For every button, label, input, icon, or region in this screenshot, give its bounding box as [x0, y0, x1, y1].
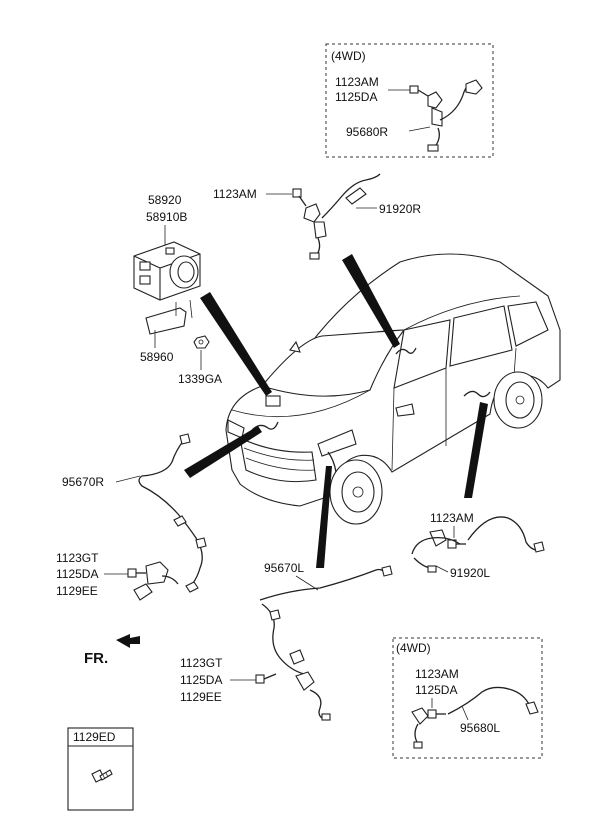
pointer-front-right — [342, 254, 400, 348]
label-1123am-bottom-box: 1123AM — [415, 667, 459, 681]
side-mirror — [395, 403, 415, 417]
quarter-window — [507, 301, 549, 347]
label-1123gt-left: 1123GT — [56, 551, 99, 565]
label-91920r: 91920R — [379, 202, 421, 216]
label-58960: 58960 — [140, 350, 174, 364]
label-1129ee-center: 1129EE — [180, 690, 222, 704]
label-1123am-right: 1123AM — [430, 511, 474, 525]
label-1129ed: 1129ED — [73, 730, 116, 744]
pointer-abs — [200, 292, 272, 396]
abs-hydraulic-unit — [133, 241, 201, 301]
front-right-sensor-bolt-group: 1123GT 1125DA 1129EE — [56, 551, 179, 601]
windshield — [261, 329, 406, 397]
bolt-icon — [292, 188, 307, 207]
label-95670r: 95670R — [62, 475, 104, 489]
front-grille — [239, 437, 317, 483]
rear-left-sensor-group: 1123AM 91920L — [411, 511, 545, 580]
sensor-bracket-top — [427, 91, 443, 109]
abs-bracket — [145, 307, 187, 335]
bolt-icon — [409, 85, 429, 97]
bolt-icon — [447, 539, 466, 549]
label-58910b: 58910B — [146, 210, 187, 224]
arrow-icon — [116, 634, 140, 648]
pointer-front-right-wire — [184, 426, 262, 478]
label-4wd-bottom: (4WD) — [396, 641, 431, 655]
label-95680r: 95680R — [346, 125, 388, 139]
label-1123am-top-box: 1123AM — [335, 75, 379, 89]
label-1123gt-center: 1123GT — [180, 656, 223, 670]
nut-icon — [193, 335, 210, 349]
pointer-front-left — [316, 466, 332, 568]
front-wheel — [329, 459, 383, 525]
abs-module-group: 58920 58910B 58960 1339GA — [133, 193, 222, 386]
rear-door-window — [449, 305, 513, 367]
pointer-wedges — [184, 254, 488, 568]
label-95680l: 95680L — [460, 721, 500, 735]
rear-4wd-sensor-group: (4WD) 1123AM 1125DA 95680R — [325, 43, 494, 158]
label-1129ee-left: 1129EE — [56, 584, 98, 598]
headlight — [317, 429, 357, 457]
abs-module-in-car — [265, 395, 281, 407]
label-1125da-center: 1125DA — [180, 673, 222, 687]
vehicle-illustration — [225, 253, 561, 525]
front-left-sensor-bolt-group: 1123GT 1125DA 1129EE — [180, 656, 277, 704]
front-right-sensor-group: 1123AM 91920R — [213, 173, 421, 260]
label-1125da-top-box: 1125DA — [335, 90, 377, 104]
label-1339ga: 1339GA — [178, 372, 222, 386]
legend-frame — [67, 727, 134, 811]
bolt-icon — [255, 673, 277, 684]
bolt-icon — [91, 769, 113, 783]
front-left-wiring-group: 95670L — [259, 561, 393, 721]
label-fr: FR. — [84, 650, 108, 667]
front-right-wiring-group: 95670R — [62, 433, 207, 593]
label-1123am-upper: 1123AM — [213, 187, 257, 201]
rear-wheel — [493, 371, 543, 429]
front-4wd-sensor-group: (4WD) 1123AM 1125DA 95680L — [392, 637, 543, 759]
label-4wd-top: (4WD) — [331, 49, 366, 63]
dashed-box-top — [325, 43, 494, 158]
front-direction-indicator: FR. — [84, 634, 140, 667]
label-95670l: 95670L — [264, 561, 304, 575]
label-1125da-bottom-box: 1125DA — [415, 683, 457, 697]
label-91920l: 91920L — [450, 566, 490, 580]
legend-box: 1129ED — [67, 727, 134, 811]
label-1125da-left: 1125DA — [56, 567, 98, 581]
bolt-icon — [427, 709, 446, 719]
label-58920: 58920 — [148, 193, 182, 207]
bolt-icon — [127, 568, 146, 578]
pointer-rear-left — [464, 402, 488, 498]
dashed-box-bottom — [392, 637, 543, 759]
